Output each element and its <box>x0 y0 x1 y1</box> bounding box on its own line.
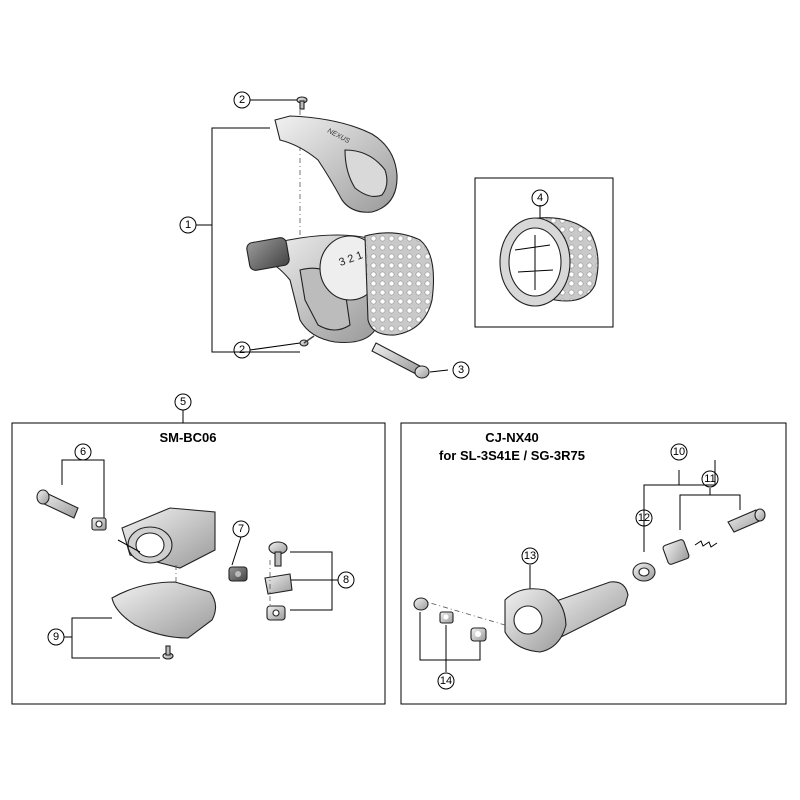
svg-text:14: 14 <box>440 675 452 687</box>
shifter-body: 3 2 1 <box>246 234 381 344</box>
callout-4: 4 <box>531 189 549 207</box>
screw-top <box>296 96 308 110</box>
svg-text:11: 11 <box>704 473 715 485</box>
callout-11: 11 <box>701 470 719 488</box>
svg-text:2: 2 <box>239 94 245 106</box>
shifter-grip <box>364 232 435 336</box>
cable-joint-plate <box>504 588 567 653</box>
callout-12: 12 <box>635 509 653 527</box>
adjust-bolt <box>36 489 79 519</box>
callout-14: 14 <box>437 672 455 690</box>
clamp-bolt <box>268 541 288 567</box>
svg-text:4: 4 <box>537 192 543 204</box>
fixing-bolt <box>371 342 430 379</box>
svg-text:12: 12 <box>638 512 650 524</box>
cable-adjuster-barrel <box>727 508 766 533</box>
callout-6: 6 <box>74 443 92 461</box>
rubber-grip <box>499 217 599 307</box>
svg-text:3: 3 <box>458 364 464 376</box>
left-box-sm-bc06: 5 SM-BC06 6 7 8 <box>11 393 386 705</box>
svg-text:13: 13 <box>524 550 536 562</box>
clamp-plate <box>264 573 293 595</box>
shifter-cover: NEXUS <box>274 115 398 213</box>
svg-text:7: 7 <box>238 523 244 535</box>
clamp-nut <box>266 605 286 621</box>
left-box-title: SM-BC06 <box>159 430 216 445</box>
right-box-title-line1: CJ-NX40 <box>485 430 538 445</box>
right-box-frame <box>400 422 787 705</box>
adjuster-spring <box>694 540 718 548</box>
callout-8: 8 <box>337 571 355 589</box>
svg-text:5: 5 <box>180 396 186 408</box>
svg-text:1: 1 <box>185 219 191 231</box>
thumb-lever <box>246 237 290 271</box>
callout-1-bracket <box>211 127 300 353</box>
callout-9: 9 <box>47 628 65 646</box>
svg-text:10: 10 <box>673 446 685 458</box>
bottom-cover <box>111 581 217 639</box>
joint-washer <box>439 611 454 624</box>
callout-13: 13 <box>521 547 539 565</box>
callout-5: 5 <box>174 393 192 411</box>
right-box-title-line2: for SL-3S41E / SG-3R75 <box>439 448 585 463</box>
svg-text:6: 6 <box>80 446 86 458</box>
svg-text:9: 9 <box>53 631 59 643</box>
right-box-cj-nx40: CJ-NX40 for SL-3S41E / SG-3R75 10 11 12 … <box>400 422 787 705</box>
cable-bracket <box>117 507 216 569</box>
callout-10: 10 <box>670 443 688 461</box>
callout-1: 1 <box>179 216 197 234</box>
main-shifter-assembly: NEXUS 3 2 1 1 2 2 3 <box>179 91 470 379</box>
cover-screw <box>162 645 174 660</box>
screw-bottom <box>299 335 315 347</box>
joint-nut <box>470 627 487 642</box>
adjust-nut <box>91 517 107 531</box>
adjuster-nut <box>662 539 690 565</box>
callout-2-bottom: 2 <box>233 341 251 359</box>
svg-text:8: 8 <box>343 574 349 586</box>
left-box-frame <box>11 422 386 705</box>
callout-7: 7 <box>232 520 250 538</box>
svg-text:2: 2 <box>239 344 245 356</box>
callout-3: 3 <box>452 361 470 379</box>
joint-bolt <box>413 597 429 611</box>
callout-2-top: 2 <box>233 91 251 109</box>
grip-box: 4 <box>474 177 614 328</box>
adjuster-cap <box>632 562 656 582</box>
small-nut <box>228 566 248 582</box>
